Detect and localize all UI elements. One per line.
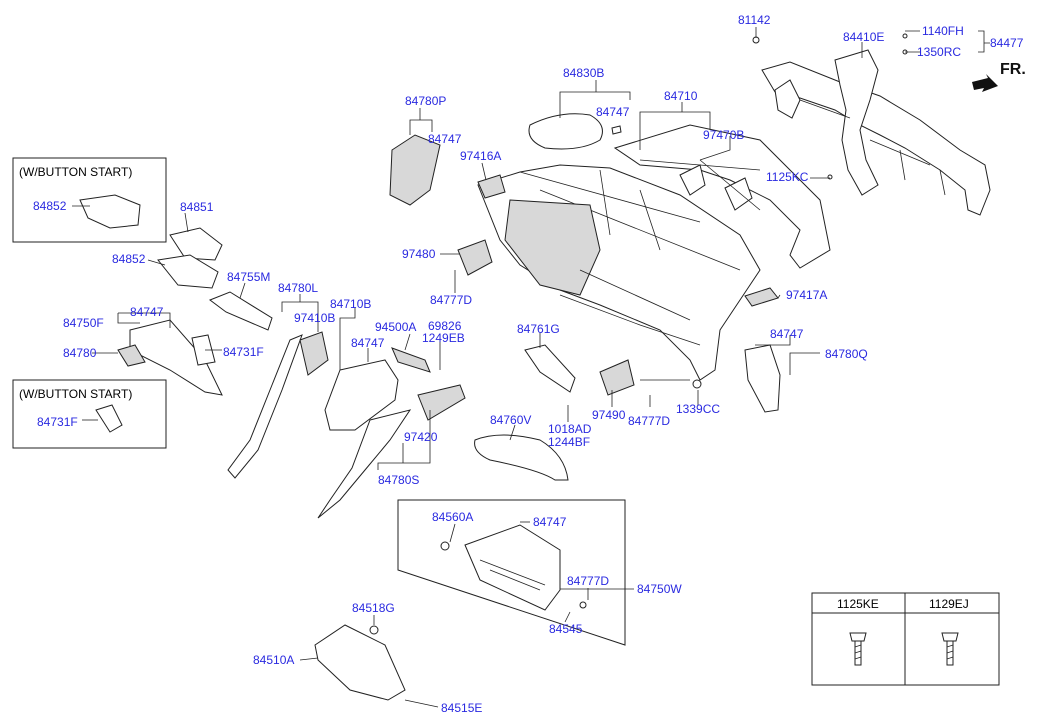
label-97416A: 97416A [460, 149, 501, 163]
label-84780L: 84780L [278, 281, 318, 295]
label-84747-p: 84747 [428, 132, 462, 146]
bracket-84761G [524, 344, 576, 393]
vent-97420 [417, 384, 466, 421]
leader-lines [72, 27, 990, 708]
bracket-84755M [208, 291, 273, 331]
screw-1339CC [692, 379, 702, 389]
bolt-1129EJ-icon [941, 632, 959, 666]
crash-pad-main [477, 164, 761, 381]
label-84780S: 84780S [378, 473, 419, 487]
label-84780: 84780 [63, 346, 97, 360]
label-97480: 97480 [402, 247, 436, 261]
fastener-84747-top [611, 125, 622, 135]
label-69826: 69826 [428, 319, 462, 333]
glove-box-84750W [440, 524, 587, 611]
bolt-1125KE-icon [849, 632, 867, 666]
vent-97490 [599, 359, 635, 396]
label-84747-lft: 84747 [130, 305, 164, 319]
label-81142: 81142 [738, 13, 771, 27]
label-84830B: 84830B [563, 66, 604, 80]
label-84518G: 84518G [352, 601, 395, 615]
button-start-part-84731F [95, 404, 123, 433]
vent-97410B [299, 331, 329, 376]
defroster-duct [613, 124, 831, 269]
label-84731F-a: 84731F [223, 345, 264, 359]
label-84560A: 84560A [432, 510, 473, 524]
side-vent-97416A [477, 174, 506, 199]
label-97417A: 97417A [786, 288, 827, 302]
label-84777D-b: 84777D [628, 414, 670, 428]
label-84545: 84545 [549, 622, 583, 636]
button-start-caption-2: (W/BUTTON START) [19, 387, 132, 401]
center-upper-cover [528, 113, 603, 150]
label-1249EB: 1249EB [422, 331, 465, 345]
label-97410B: 97410B [294, 311, 335, 325]
label-84750F: 84750F [63, 316, 104, 330]
label-84747-mid: 84747 [351, 336, 385, 350]
fastener-table: 1125KE 1129EJ [811, 592, 1000, 686]
column-cover-84852b [157, 254, 219, 289]
label-84755M: 84755M [227, 270, 270, 284]
fastener-col-1129EJ: 1129EJ [929, 597, 969, 611]
grille-97417A [744, 287, 779, 307]
part-labels: 81142 84410E 1140FH 84477 1350RC 84830B … [33, 13, 1024, 715]
column-cover-84851 [169, 227, 223, 261]
glove-box-group-outline [397, 499, 626, 646]
label-84780P: 84780P [405, 94, 446, 108]
column-cover-84852 [79, 194, 141, 229]
stopper-84518G [369, 625, 379, 635]
cowl-cross-bar [752, 33, 991, 216]
glove-box-housing-84510A [314, 624, 406, 701]
center-panel-84710B [324, 359, 399, 431]
label-84777D-c: 84777D [567, 574, 609, 588]
label-97420: 97420 [404, 430, 438, 444]
label-84747-top: 84747 [596, 105, 630, 119]
label-84750W: 84750W [637, 582, 682, 596]
garnish-84780S [317, 409, 412, 519]
switch-94500A [391, 347, 431, 373]
cover-84760V [474, 434, 569, 481]
label-84852-a: 84852 [33, 199, 67, 213]
fastener-col-1125KE: 1125KE [837, 597, 879, 611]
vent-97480 [457, 239, 493, 276]
label-94500A: 94500A [375, 320, 416, 334]
front-arrow-icon [972, 74, 998, 92]
side-cover-84780P [389, 134, 441, 206]
cover-84731F [191, 334, 216, 366]
label-84510A: 84510A [253, 653, 294, 667]
label-84747-q: 84747 [770, 327, 804, 341]
label-84410E: 84410E [843, 30, 884, 44]
button-start-frame-2 [12, 379, 167, 449]
label-84761G: 84761G [517, 322, 560, 336]
button-start-frame-1 [12, 157, 167, 243]
label-97490: 97490 [592, 408, 626, 422]
label-97470B: 97470B [703, 128, 744, 142]
label-1244BF: 1244BF [548, 435, 590, 449]
label-84710: 84710 [664, 89, 698, 103]
label-1350RC: 1350RC [917, 45, 961, 59]
label-84747-glove: 84747 [533, 515, 567, 529]
label-84852-b: 84852 [112, 252, 146, 266]
label-84777D-a: 84777D [430, 293, 472, 307]
front-label: FR. [1000, 61, 1026, 78]
side-cover-84780Q [744, 344, 781, 413]
label-1140FH: 1140FH [922, 24, 964, 38]
cover-84780 [117, 344, 146, 367]
label-84477: 84477 [990, 36, 1024, 50]
label-84731F-b: 84731F [37, 415, 78, 429]
label-1125KC: 1125KC [766, 170, 809, 184]
button-start-caption-1: (W/BUTTON START) [19, 165, 132, 179]
label-84851: 84851 [180, 200, 214, 214]
label-84515E: 84515E [441, 701, 482, 715]
label-84760V: 84760V [490, 413, 531, 427]
label-84780Q: 84780Q [825, 347, 868, 361]
label-1018AD: 1018AD [548, 422, 592, 436]
label-84710B: 84710B [330, 297, 371, 311]
garnish-84780L [227, 334, 303, 479]
label-1339CC: 1339CC [676, 402, 720, 416]
